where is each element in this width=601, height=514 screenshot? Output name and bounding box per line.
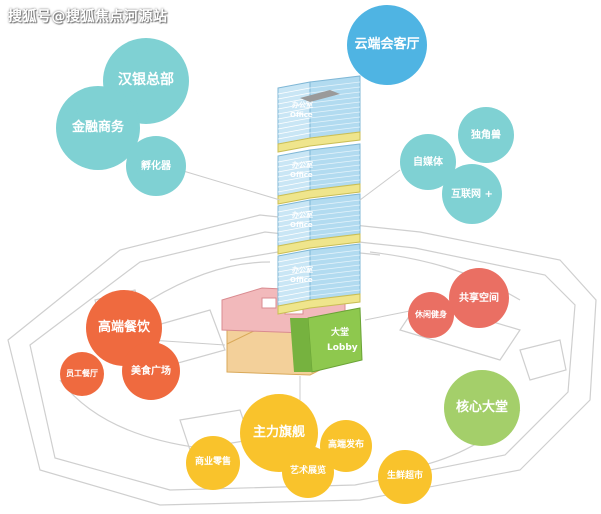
bubble-label: 共享空间 [459,292,499,304]
office-label-en: Office [290,221,313,229]
bubble-label: 独角兽 [471,129,501,141]
bubble-label: 艺术展览 [289,466,326,477]
bubble-label: 高端发布 [327,440,364,451]
bubble-premium-launch: 高端发布 [320,420,372,472]
roof-equipment [300,90,340,102]
office-label-zh: 办公室 [292,210,313,219]
office-label-zh: 办公室 [292,100,313,109]
bubble-label: 自媒体 [413,156,443,168]
bubble-label: 员工餐厅 [66,368,98,378]
bubble-food-court: 美食广场 [122,342,180,400]
bubble-label: 生鲜超市 [386,471,423,482]
bubble-label: 高端餐饮 [97,319,150,335]
lobby-label-zh: 大堂 [331,326,349,338]
office-block-2: 办公室 Office [277,143,361,205]
bubble-label: 美食广场 [131,365,171,377]
bubble-art-exhibition: 艺术展览 [282,446,334,498]
bubble-label: 汉银总部 [118,72,174,89]
lobby-label-en: Lobby [327,343,358,353]
bubble-label: 金融商务 [71,119,124,135]
bubble-incubator: 孵化器 [126,136,186,196]
bubble-core-lobby: 核心大堂 [444,370,520,446]
watermark-text: 搜狐号@搜狐焦点河源站 [8,9,168,25]
bubble-cloud-lounge: 云端会客厅 [347,5,427,85]
bubble-label: 核心大堂 [455,399,508,415]
office-block-1: 办公室 Office [277,75,361,153]
office-label-en: Office [290,276,313,284]
bubble-retail: 商业零售 [186,436,240,490]
office-label-zh: 办公室 [292,265,313,274]
bubble-label: 主力旗舰 [252,424,305,440]
bubble-fresh-market: 生鲜超市 [378,450,432,504]
office-block-4: 办公室 Office [277,243,361,315]
bubble-hanyin-hq: 汉银总部 [103,38,189,124]
bubble-leisure-fitness: 休闲健身 [408,292,454,338]
bubble-label: 互联网 + [451,188,493,200]
office-label-zh: 办公室 [292,160,313,169]
bubble-label: 商业零售 [194,457,231,468]
office-label-en: Office [290,111,313,119]
office-label-en: Office [290,171,313,179]
bubble-finance: 金融商务 [56,86,140,170]
bubble-unicorn: 独角兽 [458,107,514,163]
bubble-staff-canteen: 员工餐厅 [60,352,104,396]
bubble-internet-plus: 互联网 + [442,164,502,224]
bubble-label: 休闲健身 [415,309,447,319]
bubble-shared-space: 共享空间 [449,268,509,328]
office-block-3: 办公室 Office [277,193,361,255]
bubble-label: 孵化器 [141,160,171,172]
bubble-label: 云端会客厅 [354,36,420,52]
